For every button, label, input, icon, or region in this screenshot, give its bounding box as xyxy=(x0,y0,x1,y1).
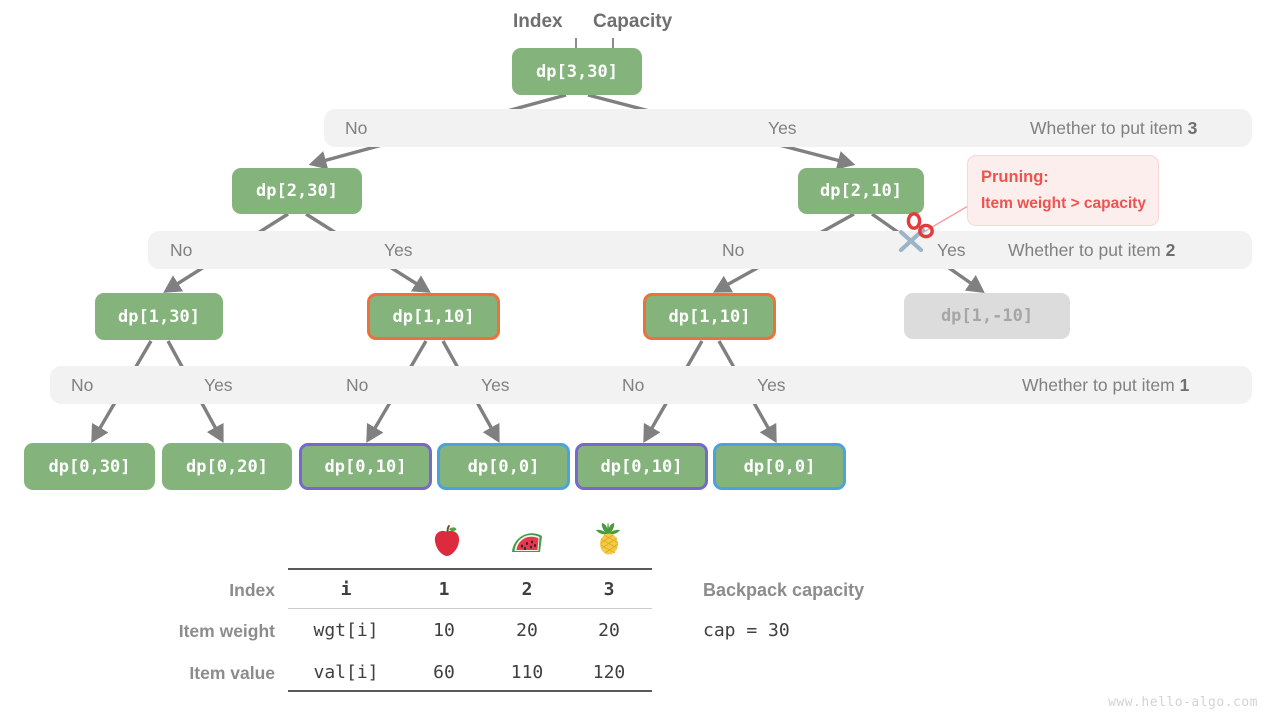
table-row-label-item-value: Item value xyxy=(189,663,275,683)
band1-description: Whether to put item 1 xyxy=(1022,366,1189,404)
annotation-capacity-label: Capacity xyxy=(593,11,673,32)
band2-choice-yes-1: Yes xyxy=(384,240,413,260)
decision-band-item1 xyxy=(50,366,1252,404)
table-cell-value-3: 120 xyxy=(592,662,626,683)
tree-leaf-dp-0-30[interactable]: dp[0,30] xyxy=(24,443,155,490)
table-cell-index-1: 1 xyxy=(438,579,450,600)
apple-icon xyxy=(434,524,460,556)
band1-choice-yes-1: Yes xyxy=(204,375,233,395)
table-cell-val-name: val[i] xyxy=(313,662,379,683)
table-cell-index-2: 2 xyxy=(521,579,533,600)
band1-choice-no-2: No xyxy=(346,375,369,395)
table-cell-wgt-name: wgt[i] xyxy=(313,620,379,641)
tree-leaf-dp-0-0-right[interactable]: dp[0,0] xyxy=(713,443,846,490)
pruning-reason: Item weight > capacity xyxy=(981,194,1146,212)
band1-item-number: 1 xyxy=(1179,375,1190,395)
band2-choice-yes-2: Yes xyxy=(937,240,966,260)
band2-choice-no-2: No xyxy=(722,240,745,260)
table-cell-value-1: 60 xyxy=(433,662,455,683)
watermelon-icon xyxy=(512,533,542,552)
table-row-label-index: Index xyxy=(229,580,275,600)
tree-node-dp-1-neg10-pruned[interactable]: dp[1,-10] xyxy=(904,293,1070,339)
pruning-callout: Pruning: Item weight > capacity xyxy=(967,155,1159,226)
band3-choice-no: No xyxy=(345,118,368,138)
table-cell-i-name: i xyxy=(340,579,352,600)
tree-node-root[interactable]: dp[3,30] xyxy=(512,48,642,95)
decision-band-item3 xyxy=(324,109,1252,147)
tree-leaf-dp-0-10-right[interactable]: dp[0,10] xyxy=(575,443,708,490)
pruning-title: Pruning xyxy=(981,168,1044,186)
capacity-tick-line xyxy=(612,38,614,54)
decision-band-item2 xyxy=(148,231,1252,269)
band1-description-text: Whether to put item xyxy=(1022,375,1180,395)
backpack-capacity-code: cap = 30 xyxy=(703,620,790,641)
table-cell-weight-2: 20 xyxy=(516,620,538,641)
tree-leaf-dp-0-0-left[interactable]: dp[0,0] xyxy=(437,443,570,490)
tree-node-dp-2-30[interactable]: dp[2,30] xyxy=(232,168,362,214)
band1-choice-no-3: No xyxy=(622,375,645,395)
index-tick-line xyxy=(575,38,577,54)
band2-description: Whether to put item 2 xyxy=(1008,231,1175,269)
table-cell-index-3: 3 xyxy=(603,579,615,600)
table-row-label-item-weight: Item weight xyxy=(178,621,275,641)
table-rule-top xyxy=(288,568,652,570)
table-rule-bottom xyxy=(288,690,652,692)
table-cell-value-2: 110 xyxy=(510,662,544,683)
pruning-title-row: Pruning: xyxy=(981,164,1146,191)
band3-item-number: 3 xyxy=(1187,118,1198,138)
tree-node-dp-1-10-right[interactable]: dp[1,10] xyxy=(643,293,776,340)
band3-choice-yes: Yes xyxy=(768,118,797,138)
table-cell-weight-3: 20 xyxy=(598,620,620,641)
band3-description: Whether to put item 3 xyxy=(1030,109,1197,147)
pruning-colon: : xyxy=(1043,169,1049,186)
watermark: www.hello-algo.com xyxy=(1108,695,1258,710)
band2-description-text: Whether to put item xyxy=(1008,240,1166,260)
band1-choice-no-1: No xyxy=(71,375,94,395)
band2-item-number: 2 xyxy=(1165,240,1176,260)
scissors-icon xyxy=(898,212,934,253)
band3-description-text: Whether to put item xyxy=(1030,118,1188,138)
band2-choice-no-1: No xyxy=(170,240,193,260)
table-rule-mid xyxy=(288,608,652,610)
band1-choice-yes-2: Yes xyxy=(481,375,510,395)
tree-node-dp-2-10[interactable]: dp[2,10] xyxy=(798,168,924,214)
annotation-index-label: Index xyxy=(513,11,563,32)
tree-node-dp-1-30[interactable]: dp[1,30] xyxy=(95,293,223,340)
pineapple-icon xyxy=(596,522,620,555)
band1-choice-yes-3: Yes xyxy=(757,375,786,395)
tree-leaf-dp-0-10-left[interactable]: dp[0,10] xyxy=(299,443,432,490)
backpack-capacity-title: Backpack capacity xyxy=(703,580,865,600)
table-cell-weight-1: 10 xyxy=(433,620,455,641)
tree-node-dp-1-10-left[interactable]: dp[1,10] xyxy=(367,293,500,340)
tree-leaf-dp-0-20[interactable]: dp[0,20] xyxy=(162,443,292,490)
